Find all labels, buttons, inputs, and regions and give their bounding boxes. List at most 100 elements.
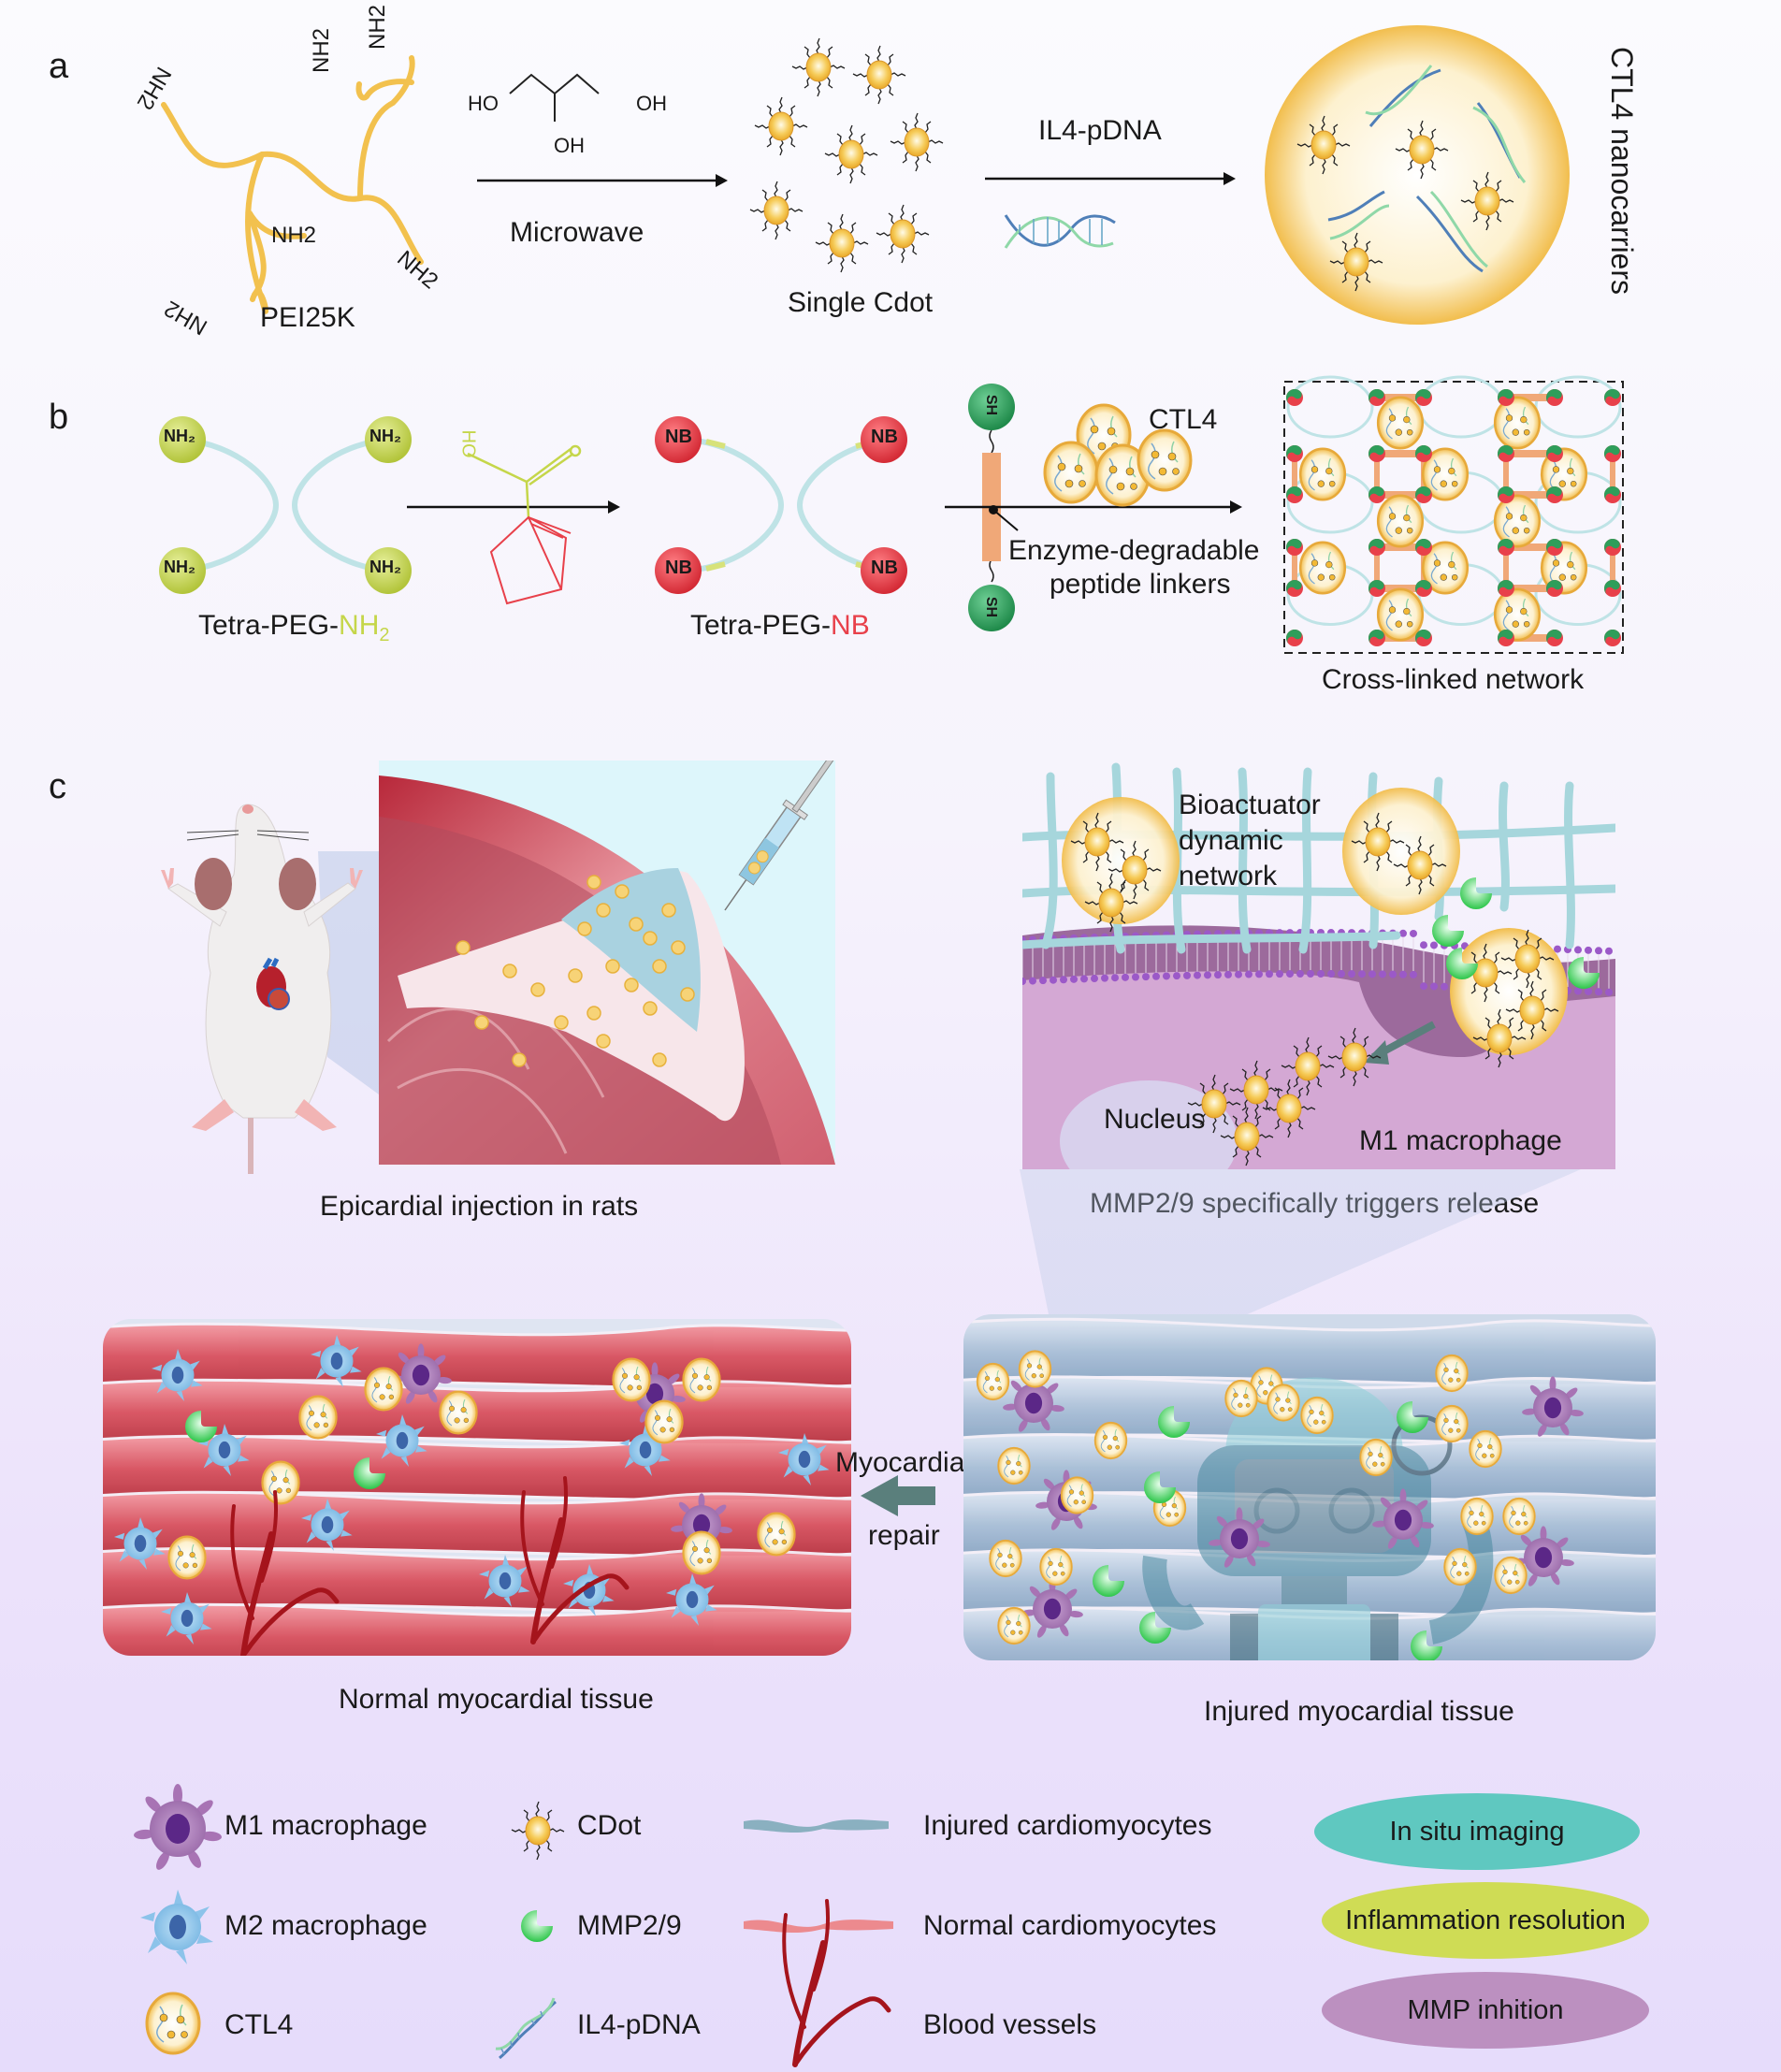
il4-pdna-label: IL4-pDNA xyxy=(1038,115,1162,146)
ctl4-nanocarrier xyxy=(167,1535,207,1580)
panel-b-letter: b xyxy=(49,398,69,437)
network-node xyxy=(1546,445,1563,462)
network-node xyxy=(1604,630,1621,646)
panel-c-letter: c xyxy=(49,767,66,806)
network-node xyxy=(1415,388,1432,406)
cross-linked-network-label: Cross-linked network xyxy=(1322,664,1585,695)
nanocarrier-dot xyxy=(624,978,639,993)
nanocarrier-dot xyxy=(456,940,471,955)
panel-a-letter: a xyxy=(49,47,69,86)
mmp-release-caption: MMP2/9 specifically triggers release xyxy=(1090,1188,1540,1219)
nanocarrier-dot xyxy=(643,1001,658,1016)
nanocarrier-dot xyxy=(596,1034,611,1049)
normal-tissue-panel xyxy=(103,1319,851,1656)
network-node xyxy=(1415,539,1432,556)
pill-label: Inflammation resolution xyxy=(1345,1905,1626,1935)
single-cdots-cluster xyxy=(749,37,944,273)
ctl4-nanocarrier xyxy=(439,1390,478,1435)
ctl4-nanocarrier xyxy=(1376,396,1425,450)
function-pill-inflammation: Inflammation resolution xyxy=(1322,1882,1649,1959)
linker-label-1: Enzyme-degradable xyxy=(1008,535,1260,566)
network-node xyxy=(1415,630,1432,646)
linker-bar xyxy=(1513,634,1547,642)
glycerol-structure xyxy=(509,73,600,122)
m1-macrophage-label: M1 macrophage xyxy=(1359,1125,1562,1156)
legend-dna-icon xyxy=(494,1996,557,2060)
repair-arrow xyxy=(861,1475,935,1516)
nanocarrier-dot xyxy=(568,968,583,983)
ctl4-nanocarrier xyxy=(1060,1476,1094,1514)
ctl4-nanocarrier xyxy=(997,1606,1031,1645)
heart-wall-illustration xyxy=(379,761,835,1165)
legend-normal-cardiomyocyte-icon xyxy=(744,1920,893,1934)
nb-node-4: NB xyxy=(871,558,898,578)
network-node xyxy=(1498,630,1514,646)
nb-node-3: NB xyxy=(665,558,692,578)
network-node xyxy=(1546,388,1563,406)
legend-label: CTL4 xyxy=(224,2009,294,2040)
bioactuator-label-3: network xyxy=(1179,861,1278,891)
nanocarrier-dot xyxy=(512,1052,527,1067)
ctl4-nanocarrier xyxy=(997,1446,1031,1485)
ctl4-nanocarrier xyxy=(757,1512,796,1557)
network-node xyxy=(1498,580,1514,597)
network-node xyxy=(1604,389,1621,406)
ctl4-nanocarrier xyxy=(364,1367,403,1412)
reaction-arrow-1 xyxy=(477,174,728,187)
linker-bar xyxy=(1610,461,1615,487)
epicardial-injection-caption: Epicardial injection in rats xyxy=(320,1191,639,1222)
ctl4-nanocarrier xyxy=(644,1399,684,1444)
network-node xyxy=(1368,389,1385,406)
network-node xyxy=(1415,580,1432,597)
tetra-peg-nb-structure xyxy=(655,416,907,594)
tetra-prefix: Tetra-PEG- xyxy=(198,610,340,641)
function-pill-imaging: In situ imaging xyxy=(1314,1793,1640,1870)
nanocarrier-dot xyxy=(554,1015,569,1030)
network-node xyxy=(1604,486,1621,503)
cardiomyocyte-fiber xyxy=(103,1490,851,1558)
nb-node-1: NB xyxy=(665,427,692,447)
nanocarrier-dot xyxy=(643,931,658,946)
network-node xyxy=(1286,630,1303,646)
nanocarrier-dot xyxy=(615,884,630,899)
nanocarrier-dot xyxy=(586,1006,601,1021)
tetra-suffix-nh: NH xyxy=(339,610,380,641)
ctl4-nanocarrier xyxy=(1493,396,1542,450)
network-node xyxy=(1286,539,1303,556)
pill-label: In situ imaging xyxy=(1389,1816,1565,1847)
legend-label: M2 macrophage xyxy=(224,1910,427,1941)
network-node xyxy=(1415,444,1432,462)
ctl4-nanocarrier xyxy=(1298,447,1347,501)
tetra-peg-nh2-structure xyxy=(159,416,412,594)
cardiomyocyte-fiber xyxy=(103,1546,851,1615)
tetra-suffix-sub: 2 xyxy=(379,625,390,645)
network-node xyxy=(1604,444,1621,462)
ctl4-nanocarrier xyxy=(1376,494,1425,548)
legend-m2-macrophage-icon xyxy=(140,1890,213,1964)
glycerol-oh-bottom: OH xyxy=(554,134,585,157)
normal-tissue-illustration xyxy=(103,1322,851,1656)
ctl4-nanocarriers-label: CTL4 nanocarriers xyxy=(1605,47,1639,295)
ctl4-nanocarrier xyxy=(1267,1384,1300,1422)
injured-tissue-caption: Injured myocardial tissue xyxy=(1204,1696,1514,1727)
amine-label-4: NH2 xyxy=(271,223,317,248)
network-node xyxy=(1498,486,1514,503)
nh2-node-3: NH₂ xyxy=(164,558,195,576)
legend-m1-macrophage-icon xyxy=(133,1784,223,1873)
linker-bar xyxy=(1513,450,1547,457)
ctl4-nanocarrier xyxy=(1300,1396,1334,1435)
nanocarrier-dot xyxy=(586,875,601,890)
injured-tissue-illustration xyxy=(963,1317,1656,1660)
ctl4-nanocarrier xyxy=(976,1362,1010,1401)
pei-polymer-structure xyxy=(161,55,424,314)
ctl4-nanocarrier xyxy=(298,1395,338,1440)
plasmid-dna-icon xyxy=(1004,214,1116,249)
ctl4-nanocarrier xyxy=(1469,1429,1502,1469)
ctl4-nanocarrier xyxy=(1265,25,1570,325)
legend-injured-cardiomyocyte-icon xyxy=(744,1819,889,1833)
linker-bar xyxy=(1503,461,1509,487)
ctl4-nanocarrier xyxy=(1435,1404,1469,1443)
nucleus-label: Nucleus xyxy=(1104,1104,1206,1135)
network-node xyxy=(1546,630,1563,646)
network-node xyxy=(1368,486,1385,503)
